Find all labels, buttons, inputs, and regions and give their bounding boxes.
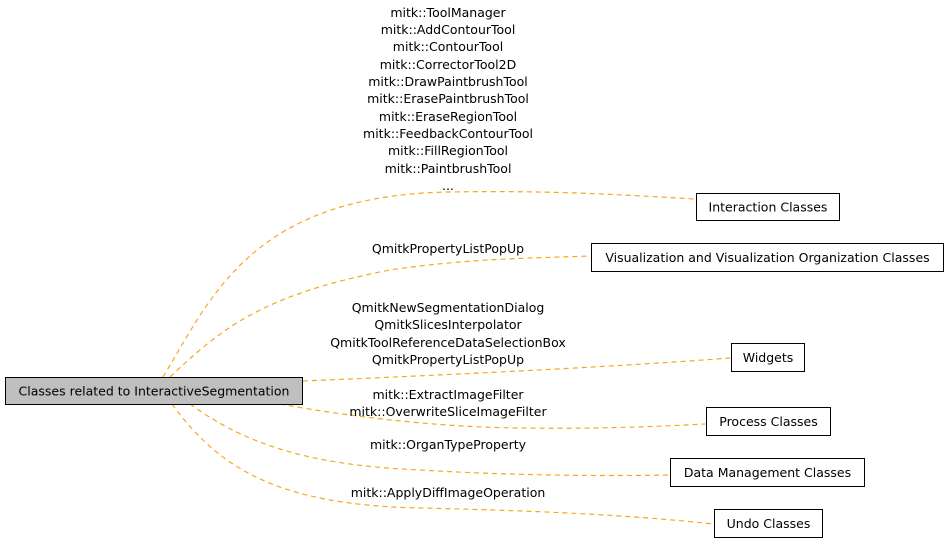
edge-undo <box>171 403 714 525</box>
group-node-data-management[interactable]: Data Management Classes <box>670 458 865 487</box>
edge-label-widgets-3: QmitkPropertyListPopUp <box>372 352 524 367</box>
group-node-widgets[interactable]: Widgets <box>731 343 805 372</box>
edge-label-widgets-2: QmitkToolReferenceDataSelectionBox <box>330 335 566 350</box>
edge-label-interaction-4: mitk::DrawPaintbrushTool <box>368 74 528 89</box>
group-node-interaction-label: Interaction Classes <box>709 200 828 215</box>
edge-label-interaction-0: mitk::ToolManager <box>390 5 506 20</box>
edge-label-visualization-0: QmitkPropertyListPopUp <box>372 241 524 256</box>
edge-label-process-1: mitk::OverwriteSliceImageFilter <box>349 404 547 419</box>
group-node-widgets-label: Widgets <box>743 350 794 365</box>
edge-label-undo-0: mitk::ApplyDiffImageOperation <box>351 485 546 500</box>
edge-label-interaction-9: mitk::PaintbrushTool <box>385 161 512 176</box>
edge-label-interaction-10: ... <box>442 178 454 193</box>
group-node-visualization[interactable]: Visualization and Visualization Organiza… <box>591 243 944 272</box>
group-node-interaction[interactable]: Interaction Classes <box>696 193 840 221</box>
edge-label-interaction-3: mitk::CorrectorTool2D <box>380 57 516 72</box>
edge-label-widgets-0: QmitkNewSegmentationDialog <box>352 300 545 315</box>
group-node-visualization-label: Visualization and Visualization Organiza… <box>605 250 929 265</box>
edge-label-interaction-8: mitk::FillRegionTool <box>388 143 508 158</box>
group-node-undo-label: Undo Classes <box>727 516 811 531</box>
edge-label-process-0: mitk::ExtractImageFilter <box>372 387 524 402</box>
edge-label-interaction-7: mitk::FeedbackContourTool <box>363 126 533 141</box>
group-node-undo[interactable]: Undo Classes <box>714 509 823 538</box>
edge-label-interaction-1: mitk::AddContourTool <box>381 22 516 37</box>
edge-label-interaction-6: mitk::EraseRegionTool <box>379 109 517 124</box>
edge-data-management <box>189 403 670 477</box>
group-node-process[interactable]: Process Classes <box>706 407 831 436</box>
edge-widgets <box>302 357 731 382</box>
main-node-label: Classes related to InteractiveSegmentati… <box>19 384 290 399</box>
edge-label-data-management-0: mitk::OrganTypeProperty <box>370 437 527 452</box>
edge-label-interaction-2: mitk::ContourTool <box>393 39 503 54</box>
edge-process <box>279 403 706 429</box>
edge-interaction <box>162 191 696 378</box>
main-node[interactable]: Classes related to InteractiveSegmentati… <box>5 377 303 405</box>
group-node-process-label: Process Classes <box>719 414 817 429</box>
group-node-data-management-label: Data Management Classes <box>684 465 851 480</box>
edge-label-widgets-1: QmitkSlicesInterpolator <box>374 317 522 332</box>
edge-label-interaction-5: mitk::ErasePaintbrushTool <box>367 91 529 106</box>
